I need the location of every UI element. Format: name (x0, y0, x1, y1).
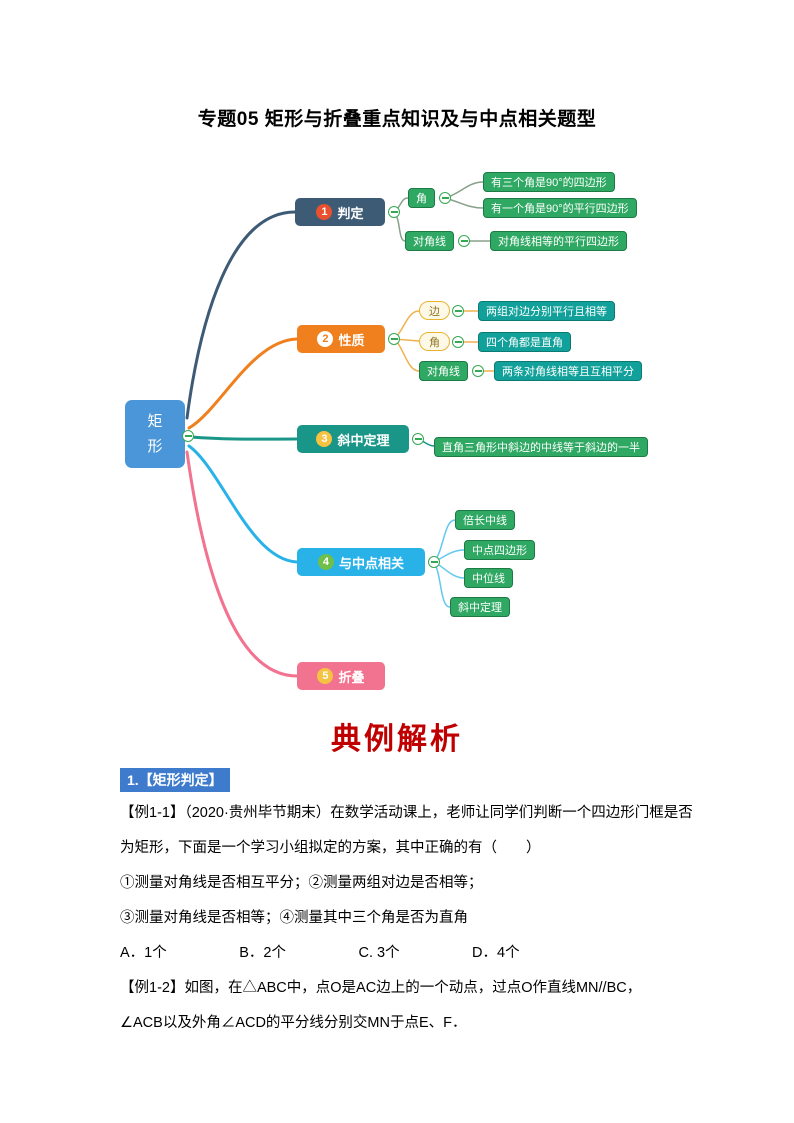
paragraph-example-1-2-cont: ∠ACB以及外角∠ACD的平分线分别交MN于点E、F． (120, 1015, 467, 1031)
mindmap-leaf: 中点四边形 (464, 540, 535, 560)
leaf-label: 直角三角形中斜边的中线等于斜边的一半 (442, 442, 640, 454)
leaf-label: 斜中定理 (458, 602, 502, 614)
node-label: 角 (416, 193, 427, 205)
leaf-label: 中点四边形 (472, 545, 527, 557)
mindmap-leaf: 对角线相等的平行四边形 (490, 231, 627, 251)
leaf-label: 有一个角是90°的平行四边形 (491, 203, 629, 215)
content-area: 【例1-1】（2020·贵州毕节期末）在数学活动课上，老师让同学们判断一个四边形… (120, 796, 750, 1041)
collapse-icon (452, 305, 464, 317)
mindmap-leaf: 有一个角是90°的平行四边形 (483, 198, 637, 218)
section-heading: 典例解析 (331, 723, 463, 756)
mindmap-leaf: 两组对边分别平行且相等 (478, 301, 615, 321)
mindmap-branch-median-theorem: 3 斜中定理 (297, 425, 409, 453)
paragraph-option-1-2: ①测量对角线是否相互平分；②测量两组对边是否相等； (120, 875, 483, 891)
mindmap-root-rectangle: 矩形 (125, 400, 185, 468)
collapse-icon (439, 192, 451, 204)
node-label: 对角线 (427, 366, 460, 378)
connector-root-branch4 (187, 444, 299, 564)
paragraph-option-3-4: ③测量对角线是否相等；④测量其中三个角是否为直角 (120, 910, 468, 926)
paragraph-example-1-2: 【例1-2】如图，在△ABC中，点O是AC边上的一个动点，过点O作直线MN//B… (120, 980, 642, 996)
connector-root-branch5 (185, 450, 299, 678)
mindmap-leaf: 直角三角形中斜边的中线等于斜边的一半 (434, 437, 648, 457)
collapse-icon (452, 336, 464, 348)
connector-root-branch3 (189, 435, 299, 441)
paragraph-example-1-1-cont: 为矩形，下面是一个学习小组拟定的方案，其中正确的有（ ） (120, 840, 541, 856)
leaf-label: 两组对边分别平行且相等 (486, 306, 607, 318)
paragraph-example-1-1: 【例1-1】（2020·贵州毕节期末）在数学活动课上，老师让同学们判断一个四边形… (120, 805, 693, 821)
leaf-label: 对角线相等的平行四边形 (498, 236, 619, 248)
mindmap-leaf: 斜中定理 (450, 597, 510, 617)
mindmap-node-diagonal2: 对角线 (419, 361, 468, 381)
branch-number-badge: 4 (317, 554, 334, 570)
node-label: 对角线 (413, 236, 446, 248)
paragraph-answer-choices: A．1个 B．2个 C. 3个 D．4个 (120, 945, 520, 961)
connector-root-branch1 (185, 210, 297, 420)
leaf-label: 中位线 (472, 573, 505, 585)
mindmap-leaf: 中位线 (464, 568, 513, 588)
mindmap-node-diagonal: 对角线 (405, 231, 454, 251)
collapse-icon (458, 235, 470, 247)
leaf-label: 倍长中线 (463, 515, 507, 527)
collapse-icon (472, 365, 484, 377)
collapse-icon (182, 430, 194, 442)
connector-b4-leaf4 (433, 561, 451, 608)
mindmap-branch-properties: 2 性质 (297, 325, 385, 353)
mindmap-branch-folding: 5 折叠 (297, 662, 385, 690)
branch-label: 与中点相关 (338, 555, 404, 571)
collapse-icon (428, 556, 440, 568)
connector-root-branch2 (187, 337, 299, 430)
mindmap-node-angle2: 角 (419, 332, 450, 351)
connector-b2-diagonal (393, 338, 420, 372)
mindmap-leaf: 四个角都是直角 (478, 332, 571, 352)
node-label: 边 (429, 305, 440, 318)
branch-number-badge: 1 (316, 204, 333, 220)
branch-label: 折叠 (338, 669, 365, 685)
branch-label: 斜中定理 (337, 432, 390, 448)
collapse-icon (412, 433, 424, 445)
section-label-rect-judgment: 1.【矩形判定】 (120, 768, 230, 792)
mindmap-node-side: 边 (419, 301, 450, 320)
mindmap-leaf: 两条对角线相等且互相平分 (494, 361, 642, 381)
mindmap-node-angle: 角 (408, 188, 435, 208)
collapse-icon (388, 333, 400, 345)
branch-number-badge: 2 (317, 331, 334, 347)
collapse-icon (388, 206, 400, 218)
root-label: 矩形 (147, 412, 163, 456)
branch-label: 判定 (337, 205, 364, 221)
branch-label: 性质 (338, 332, 365, 348)
leaf-label: 两条对角线相等且互相平分 (502, 366, 634, 378)
page-title: 专题05 矩形与折叠重点知识及与中点相关题型 (197, 109, 597, 130)
mindmap-leaf: 有三个角是90°的四边形 (483, 172, 615, 192)
leaf-label: 有三个角是90°的四边形 (491, 177, 607, 189)
node-label: 角 (429, 336, 440, 349)
mindmap-branch-judgment: 1 判定 (295, 198, 385, 226)
branch-number-badge: 5 (317, 668, 334, 684)
mindmap-branch-midpoint: 4 与中点相关 (297, 548, 425, 576)
branch-number-badge: 3 (316, 431, 333, 447)
leaf-label: 四个角都是直角 (486, 337, 563, 349)
mindmap-leaf: 倍长中线 (455, 510, 515, 530)
